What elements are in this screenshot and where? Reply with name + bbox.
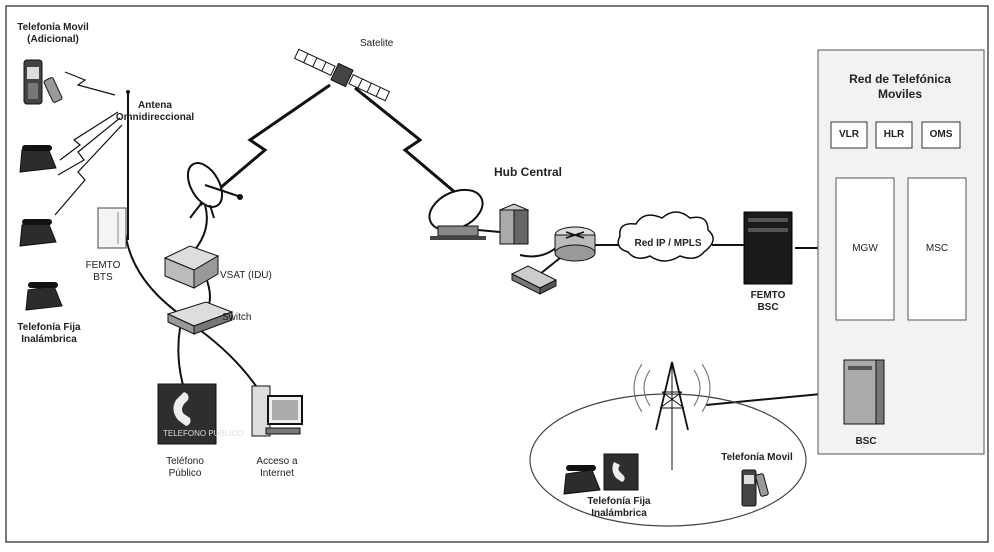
label-internet-access: Acceso a Internet <box>242 456 312 480</box>
mgw-box <box>835 177 895 321</box>
switch-icon <box>166 301 234 335</box>
label-antenna-line2: Omnidireccional <box>115 112 195 123</box>
radio-cell-ellipse <box>529 393 807 527</box>
label-antenna: Antena Omnidireccional <box>115 100 195 124</box>
ip-network-cloud <box>617 211 714 262</box>
label-mobile-network-line2: Moviles <box>877 87 922 101</box>
label-public-phone-line2: Público <box>168 468 202 479</box>
public-phone-icon-bottom <box>603 453 639 491</box>
vsat-idu-icon <box>163 245 220 289</box>
label-mobile-network-line1: Red de Telefónica <box>849 72 951 86</box>
desk-phone-icon-bottom <box>563 465 601 495</box>
computer-icon <box>251 385 303 437</box>
label-satellite: Satelite <box>360 38 394 49</box>
label-hlr: HLR <box>883 129 905 140</box>
label-mobile-additional: Telefonía Movil (Adicional) <box>8 22 98 46</box>
public-phone-icon <box>157 383 217 445</box>
vlr-box <box>830 121 868 149</box>
vsat-dish-icon <box>186 162 243 219</box>
bsc-icon <box>843 359 885 425</box>
label-switch: Switch <box>222 312 252 323</box>
label-femto-bsc-line2: BSC <box>757 302 779 313</box>
hub-server-icon <box>498 203 530 245</box>
label-mobile-bottom: Telefonía Movil <box>721 452 793 463</box>
label-fixed-wireless-left: Telefonía Fija Inalámbrica <box>6 322 92 346</box>
label-fixed-wireless-bottom: Telefonía Fija Inalámbrica <box>574 496 664 520</box>
desk-phone-icon-2 <box>19 219 57 247</box>
label-vsat: VSAT (IDU) <box>220 270 272 281</box>
label-vlr: VLR <box>839 129 859 140</box>
router-icon <box>554 226 596 262</box>
label-fixed-wireless-left-line2: Inalámbrica <box>21 334 77 345</box>
mobile-phone-icon <box>23 59 63 105</box>
label-femto-bts-line1: FEMTO <box>85 260 121 271</box>
femto-bts-icon <box>97 207 127 249</box>
label-fixed-wireless-left-line1: Telefonía Fija <box>17 322 81 333</box>
wireless-links <box>54 71 123 216</box>
msc-box <box>907 177 967 321</box>
label-oms: OMS <box>929 129 953 140</box>
label-ip-network: Red IP / MPLS <box>634 238 702 249</box>
label-fixed-wireless-bottom-line1: Telefonía Fija <box>587 496 651 507</box>
radio-tower-icon <box>633 361 711 470</box>
label-internet-access-line1: Acceso a <box>256 456 298 467</box>
satellite-icon <box>293 48 391 102</box>
femto-bsc-icon <box>743 211 793 285</box>
label-femto-bts-line2: BTS <box>93 272 113 283</box>
label-femto-bsc-line1: FEMTO <box>750 290 786 301</box>
mobile-phone-icon-bottom <box>741 469 769 507</box>
label-phone-plate: TELEFONO PUBLICO <box>163 429 244 438</box>
oms-box <box>921 121 961 149</box>
hlr-box <box>875 121 913 149</box>
label-mobile-additional-line1: Telefonía Movil <box>17 22 89 33</box>
label-fixed-wireless-bottom-line2: Inalámbrica <box>591 508 647 519</box>
label-public-phone: Teléfono Público <box>150 456 220 480</box>
diagram-frame <box>5 5 989 543</box>
omni-antenna-icon <box>126 90 130 104</box>
label-femto-bsc: FEMTO BSC <box>742 290 794 314</box>
label-mobile-network: Red de Telefónica Moviles <box>830 72 970 102</box>
desk-phone-icon-3 <box>25 282 63 311</box>
label-mgw: MGW <box>852 243 878 254</box>
satellite-downlink <box>354 86 471 207</box>
label-hub-central: Hub Central <box>494 165 563 179</box>
label-bsc: BSC <box>855 436 877 447</box>
label-msc: MSC <box>925 243 949 254</box>
connector-lines <box>124 100 936 406</box>
satellite-uplink <box>199 83 331 207</box>
label-femto-bts: FEMTO BTS <box>78 260 128 284</box>
label-antenna-line1: Antena <box>138 100 172 111</box>
label-mobile-additional-line2: (Adicional) <box>27 34 79 45</box>
modem-icon <box>510 265 558 295</box>
label-public-phone-line1: Teléfono <box>166 456 204 467</box>
label-internet-access-line2: Internet <box>260 468 294 479</box>
desk-phone-icon-1 <box>19 145 57 173</box>
hub-dish-icon <box>428 188 486 240</box>
